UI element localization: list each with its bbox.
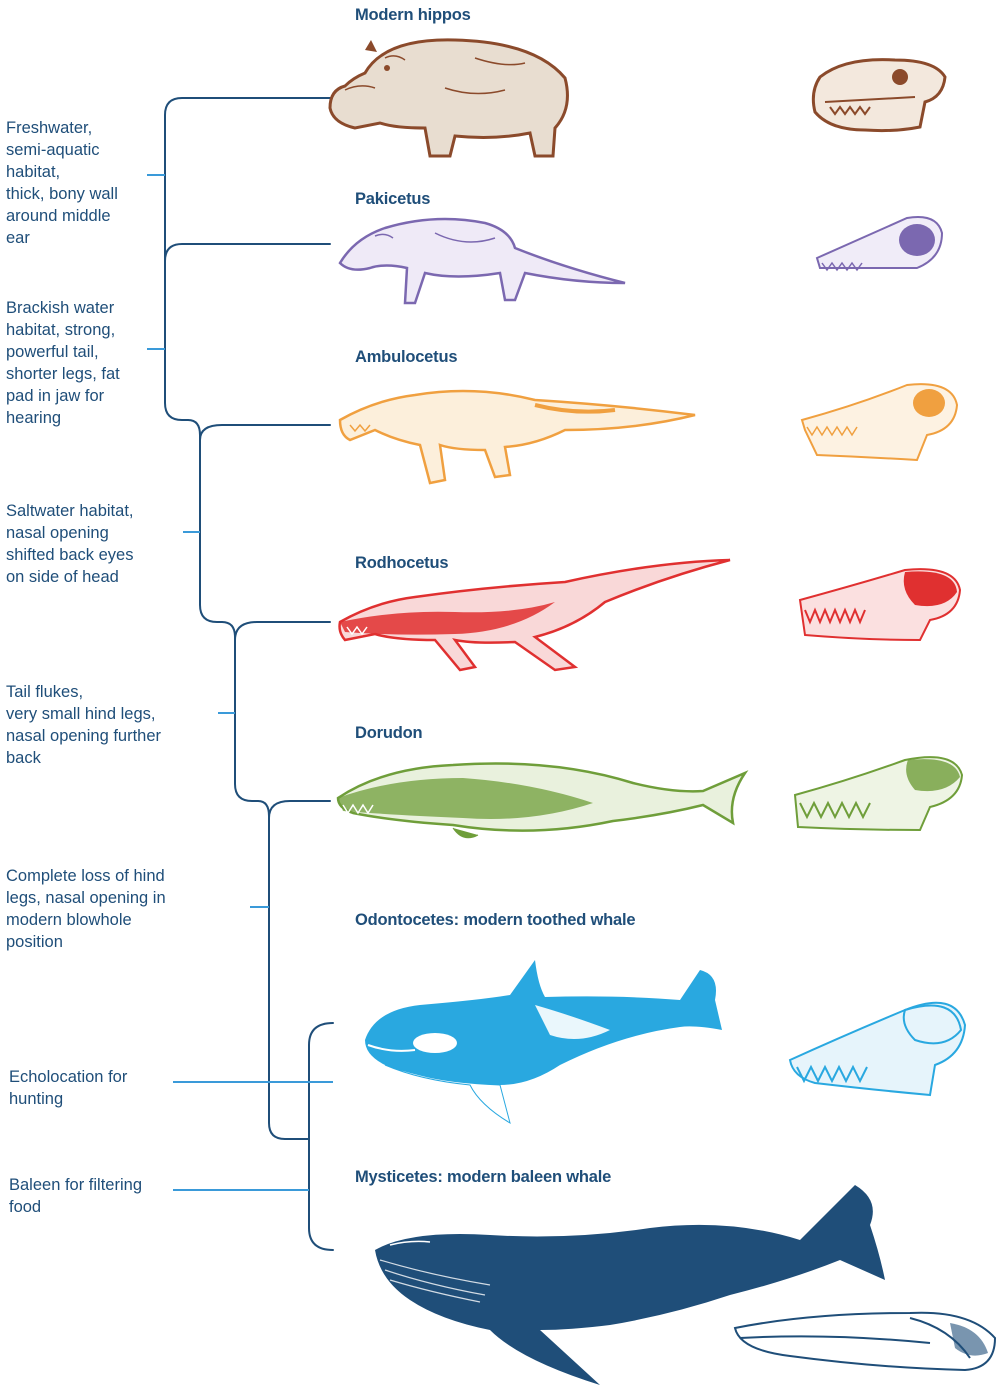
trait-line: Baleen for filtering xyxy=(9,1174,142,1196)
trait-line: legs, nasal opening in xyxy=(6,887,166,909)
trait-line: thick, bony wall xyxy=(6,183,118,205)
hippo-drawing xyxy=(325,28,575,163)
clade-bracket-4 xyxy=(258,801,300,1139)
trait-line: very small hind legs, xyxy=(6,703,161,725)
clade-bracket-1 xyxy=(165,98,330,420)
trait-line: on side of head xyxy=(6,566,134,588)
rodhocetus-drawing xyxy=(335,552,735,677)
orca-drawing xyxy=(360,955,725,1130)
trait-text-6: Echolocation for hunting xyxy=(9,1066,127,1110)
clade-bracket-2 xyxy=(188,420,222,622)
trait-line: Brackish water xyxy=(6,297,120,319)
trait-text-5: Complete loss of hind legs, nasal openin… xyxy=(6,865,166,953)
trait-line: position xyxy=(6,931,166,953)
trait-text-4: Tail flukes, very small hind legs, nasal… xyxy=(6,681,161,769)
trait-line: shifted back eyes xyxy=(6,544,134,566)
taxon-label-pakicetus: Pakicetus xyxy=(355,190,430,209)
trait-line: modern blowhole xyxy=(6,909,166,931)
trait-line: Freshwater, xyxy=(6,117,118,139)
clade-branch-dorudon xyxy=(269,801,330,818)
trait-line: ear xyxy=(6,227,118,249)
clade-branch-pakicetus xyxy=(165,244,330,261)
pakicetus-skull-drawing xyxy=(812,208,947,278)
trait-line: back xyxy=(6,747,161,769)
trait-line: pad in jaw for xyxy=(6,385,120,407)
trait-line: semi-aquatic xyxy=(6,139,118,161)
trait-text-1: Freshwater, semi-aquatic habitat, thick,… xyxy=(6,117,118,249)
clade-bracket-3 xyxy=(222,622,258,801)
orca-skull-drawing xyxy=(785,985,970,1105)
pakicetus-drawing xyxy=(335,208,630,308)
trait-text-2: Brackish water habitat, strong, powerful… xyxy=(6,297,120,429)
trait-line: habitat, strong, xyxy=(6,319,120,341)
taxon-label-hippo: Modern hippos xyxy=(355,6,471,25)
trait-line: Saltwater habitat, xyxy=(6,500,134,522)
hippo-skull-drawing xyxy=(805,52,950,137)
trait-text-7: Baleen for filtering food xyxy=(9,1174,142,1218)
taxon-label-odontocetes: Odontocetes: modern toothed whale xyxy=(355,911,635,930)
clade-branch-rodhocetus xyxy=(235,622,330,640)
ambulocetus-skull-drawing xyxy=(797,375,962,465)
clade-bracket-5 xyxy=(309,1023,333,1250)
trait-line: shorter legs, fat xyxy=(6,363,120,385)
trait-line: nasal opening xyxy=(6,522,134,544)
rodhocetus-skull-drawing xyxy=(795,560,965,645)
trait-line: Tail flukes, xyxy=(6,681,161,703)
trait-text-3: Saltwater habitat, nasal opening shifted… xyxy=(6,500,134,588)
trait-line: around middle xyxy=(6,205,118,227)
trait-line: hunting xyxy=(9,1088,127,1110)
taxon-label-dorudon: Dorudon xyxy=(355,724,422,743)
trait-line: powerful tail, xyxy=(6,341,120,363)
trait-line: Complete loss of hind xyxy=(6,865,166,887)
trait-line: habitat, xyxy=(6,161,118,183)
ambulocetus-drawing xyxy=(335,375,697,485)
trait-line: Echolocation for xyxy=(9,1066,127,1088)
dorudon-drawing xyxy=(333,743,751,853)
trait-line: hearing xyxy=(6,407,120,429)
baleen-whale-skull-drawing xyxy=(730,1298,1002,1378)
clade-branch-ambulocetus xyxy=(200,425,330,440)
dorudon-skull-drawing xyxy=(790,745,968,835)
trait-line: nasal opening further xyxy=(6,725,161,747)
trait-line: food xyxy=(9,1196,142,1218)
taxon-label-ambulocetus: Ambulocetus xyxy=(355,348,457,367)
